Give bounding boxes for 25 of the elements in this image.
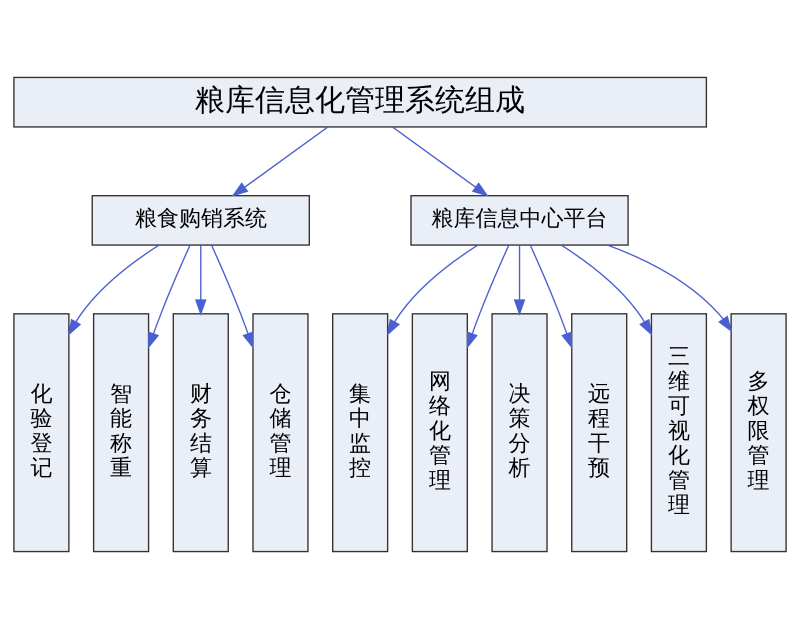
node-box: 财务结算 — [172, 313, 229, 552]
node-box: 三维可视化管理 — [650, 313, 708, 552]
node-box: 粮库信息中心平台 — [410, 194, 629, 246]
node-box: 决策分析 — [491, 313, 548, 552]
node-box: 集中监控 — [332, 313, 388, 552]
arrow — [148, 245, 191, 349]
arrow — [232, 126, 328, 197]
node-box: 仓储管理 — [252, 313, 309, 552]
node-box: 远程干预 — [571, 313, 628, 552]
arrow — [386, 244, 478, 336]
node-box: 智能称重 — [92, 313, 150, 552]
arrow — [392, 126, 489, 197]
node-box: 多权限管理 — [730, 313, 787, 552]
node-box: 网络化管理 — [412, 313, 468, 552]
node-box: 粮库信息化管理系统组成 — [13, 76, 708, 128]
node-box: 化验登记 — [13, 313, 70, 552]
arrow — [68, 244, 159, 336]
arrow — [466, 245, 510, 349]
arrow — [514, 245, 526, 316]
arrow — [211, 245, 254, 349]
arrow — [607, 244, 732, 332]
arrow — [561, 244, 652, 336]
node-box: 粮食购销系统 — [92, 194, 310, 246]
arrow — [195, 245, 207, 316]
arrow — [530, 245, 572, 349]
